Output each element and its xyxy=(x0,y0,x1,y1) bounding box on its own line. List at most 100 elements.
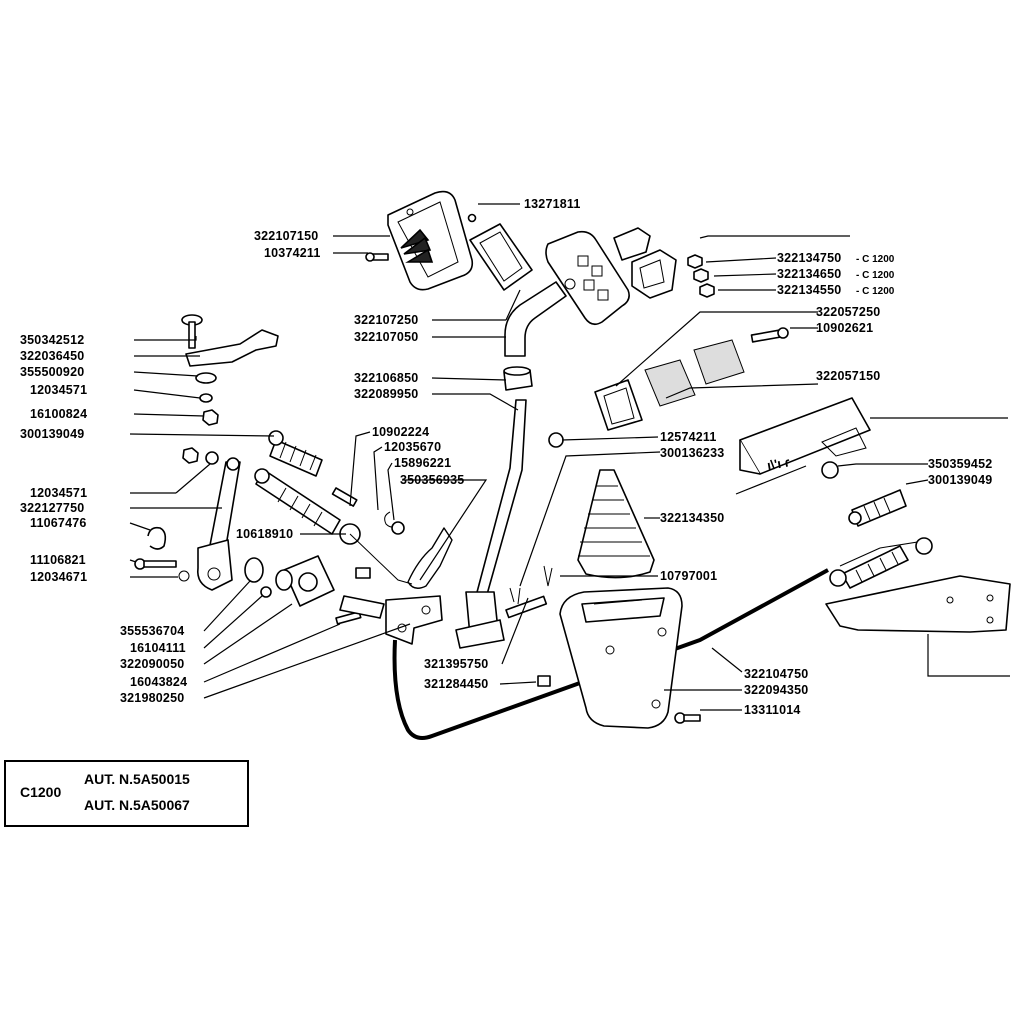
clip-part xyxy=(147,526,167,550)
label-350356935: 350356935 xyxy=(400,473,464,487)
small-bush-part xyxy=(260,586,272,598)
knob-bracket-part xyxy=(504,230,630,357)
spring-washer-part xyxy=(199,393,213,403)
bolt-3-part xyxy=(331,487,358,507)
label-suffix-3: - C 1200 xyxy=(856,286,895,297)
small-screw-part xyxy=(467,213,477,223)
label-322104750: 322104750 xyxy=(744,667,808,681)
label-322090050: 322090050 xyxy=(120,657,184,671)
label-322107150: 322107150 xyxy=(254,229,318,243)
label-322089950: 322089950 xyxy=(354,387,418,401)
label-321284450: 321284450 xyxy=(424,677,488,691)
label-suffix-1: - C 1200 xyxy=(856,254,895,265)
upper-bracket-part xyxy=(185,329,279,367)
label-13271811: 13271811 xyxy=(524,197,581,211)
label-10902224: 10902224 xyxy=(372,425,429,439)
label-13311014: 13311014 xyxy=(744,703,801,717)
label-322107250: 322107250 xyxy=(354,313,418,327)
label-12034571-a: 12034571 xyxy=(30,383,87,397)
leader-lines xyxy=(129,203,1010,711)
label-322134550: 322134550 xyxy=(777,283,841,297)
label-355500920: 355500920 xyxy=(20,365,84,379)
pivot-assembly-part xyxy=(339,595,443,645)
label-355536704: 355536704 xyxy=(120,624,184,638)
gasket-frame-part xyxy=(469,223,533,291)
label-12034671: 12034671 xyxy=(30,570,87,584)
label-350342512: 350342512 xyxy=(20,333,84,347)
bolt-part xyxy=(750,327,789,343)
clip-2-part xyxy=(537,675,551,687)
label-12574211: 12574211 xyxy=(660,430,717,444)
label-300139049-a: 300139049 xyxy=(20,427,84,441)
housing-cover-part xyxy=(559,587,683,729)
label-322134750: 322134750 xyxy=(777,251,841,265)
washer-2-part xyxy=(205,451,219,465)
part-number-labels: 13271811 322107150 10374211 322107250 32… xyxy=(20,197,992,717)
legend-auth-2: AUT. N.5A50067 xyxy=(84,797,190,813)
legend-auth-1: AUT. N.5A50015 xyxy=(84,771,190,787)
label-12034571-b: 12034571 xyxy=(30,486,87,500)
label-16043824: 16043824 xyxy=(130,675,187,689)
label-322107050: 322107050 xyxy=(354,330,418,344)
label-300136233: 300136233 xyxy=(660,446,724,460)
label-322057250: 322057250 xyxy=(816,305,880,319)
label-16100824: 16100824 xyxy=(30,407,87,421)
gear-lever-part xyxy=(455,399,527,649)
label-16104111: 16104111 xyxy=(130,641,186,655)
bush-part xyxy=(391,521,405,535)
lever-link-part xyxy=(196,457,241,591)
label-322106850: 322106850 xyxy=(354,371,418,385)
screw-2-part xyxy=(674,712,701,724)
spring-part xyxy=(407,527,453,589)
label-322057150: 322057150 xyxy=(816,369,880,383)
cap-1-part xyxy=(687,254,703,269)
label-322134350: 322134350 xyxy=(660,511,724,525)
label-321980250: 321980250 xyxy=(120,691,184,705)
pin-part xyxy=(509,587,521,605)
shift-cable-part xyxy=(392,537,933,740)
screw-part xyxy=(365,252,389,262)
bolt-2-part xyxy=(134,558,177,570)
ball-part xyxy=(821,461,839,479)
label-350359452: 350359452 xyxy=(928,457,992,471)
pin-2-part xyxy=(505,595,548,619)
label-12035670: 12035670 xyxy=(384,440,441,454)
mount-plate-part xyxy=(825,575,1011,633)
label-10618910: 10618910 xyxy=(236,527,293,541)
flange-part xyxy=(275,555,335,607)
switch-blocks-part xyxy=(613,227,677,299)
label-322036450: 322036450 xyxy=(20,349,84,363)
label-10374211: 10374211 xyxy=(264,246,321,260)
switch-plates-part xyxy=(594,339,745,431)
label-300139049-b: 300139049 xyxy=(928,473,992,487)
legend-box: C1200 AUT. N.5A50015 AUT. N.5A50067 xyxy=(4,760,249,827)
label-10797001: 10797001 xyxy=(660,569,717,583)
rubber-boot-part xyxy=(577,469,655,579)
label-11106821: 11106821 xyxy=(30,553,86,567)
ball-2-part xyxy=(548,432,564,448)
bellows-left-part xyxy=(268,430,323,477)
nut-part xyxy=(202,409,219,426)
ring-part xyxy=(178,570,190,582)
bellows-right-part xyxy=(848,489,907,527)
lever-bushing-top xyxy=(503,366,531,376)
label-322134650: 322134650 xyxy=(777,267,841,281)
lever-cover-part xyxy=(387,190,474,291)
svg-text:ı\'ı ɾ: ı\'ı ɾ xyxy=(766,454,791,473)
nut-2-part xyxy=(182,447,199,464)
label-10902621: 10902621 xyxy=(816,321,873,335)
label-322094350: 322094350 xyxy=(744,683,808,697)
legend-model: C1200 xyxy=(20,784,62,800)
label-15896221: 15896221 xyxy=(394,456,451,470)
bushing-part xyxy=(355,567,371,579)
label-321395750: 321395750 xyxy=(424,657,488,671)
seal-part xyxy=(244,557,264,583)
split-pin-part xyxy=(543,565,553,587)
label-suffix-2: - C 1200 xyxy=(856,270,895,281)
tunnel-rail-part: ı\'ı ɾ xyxy=(739,397,871,475)
washer-part xyxy=(195,372,217,384)
cap-3-part xyxy=(699,283,715,298)
cap-2-part xyxy=(693,268,709,283)
label-322127750: 322127750 xyxy=(20,501,84,515)
